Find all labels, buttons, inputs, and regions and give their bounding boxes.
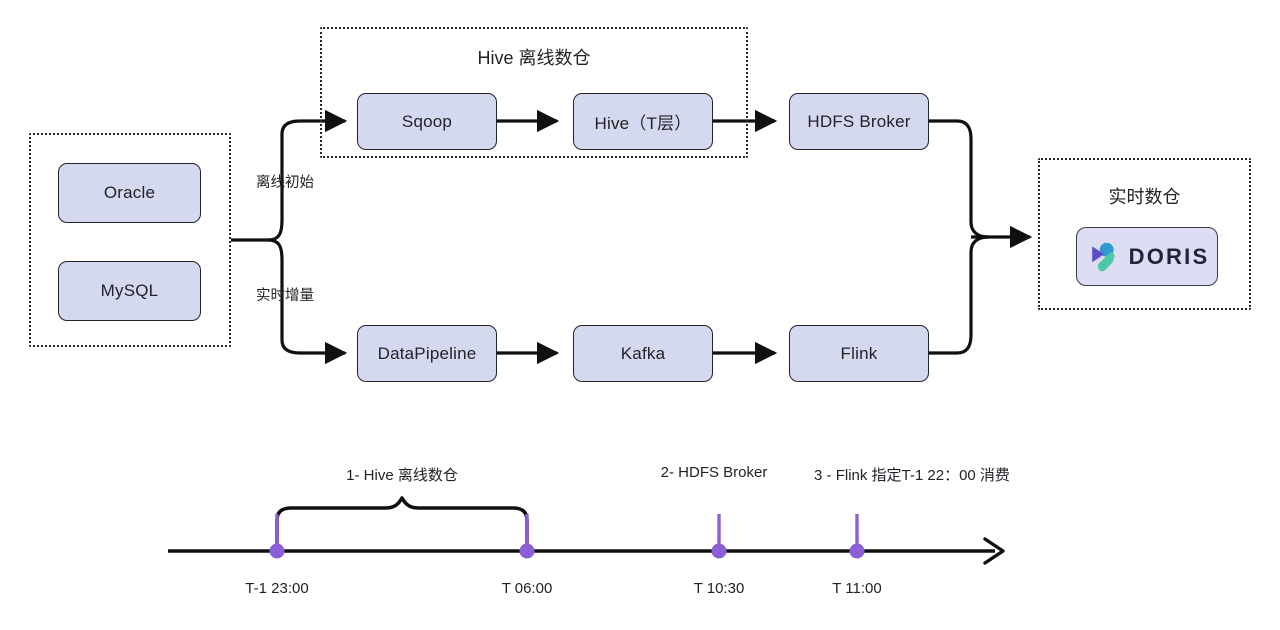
timeline-tick-label-4: T 11:00 [832,580,882,597]
node-flink-label: Flink [840,343,878,363]
edge-label-offline-init: 离线初始 [256,175,314,191]
timeline-brace [275,496,529,547]
node-kafka[interactable]: Kafka [573,325,713,382]
hive-offline-group-title: Hive 离线数仓 [477,48,591,68]
timeline-annotation-1: 1- Hive 离线数仓 [346,467,458,484]
realtime-warehouse-group-title: 实时数仓 [1108,187,1181,207]
doris-logo-text: DORIS [1128,243,1210,269]
timeline-markers [269,514,865,559]
timeline-tick-label-3: T 10:30 [693,580,745,597]
node-hdfs-broker[interactable]: HDFS Broker [789,93,929,150]
timeline-tick-label-1: T-1 23:00 [245,580,309,597]
hive-offline-group [320,27,748,158]
source-group [29,133,231,347]
node-sqoop[interactable]: Sqoop [357,93,497,150]
node-hive-label: Hive（T层） [594,114,692,133]
node-datapipeline[interactable]: DataPipeline [357,325,497,382]
timeline-annotation-3: 3 - Flink 指定T-1 22：00 消费 [814,467,1010,484]
node-kafka-label: Kafka [620,343,666,363]
node-oracle-label: Oracle [103,183,156,202]
realtime-warehouse-group [1038,158,1251,310]
node-datapipeline-label: DataPipeline [377,343,477,363]
merge-to-doris-connector [929,119,1033,355]
timeline-axis [168,537,1005,565]
edge-label-realtime-incremental: 实时增量 [256,288,314,304]
node-flink[interactable]: Flink [789,325,929,382]
node-sqoop-label: Sqoop [401,111,453,131]
node-mysql-label: MySQL [100,281,159,300]
timeline-tick-label-2: T 06:00 [501,580,553,597]
node-mysql[interactable]: MySQL [58,261,201,321]
node-hive[interactable]: Hive（T层） [573,93,713,150]
node-hdfs-broker-label: HDFS Broker [807,111,911,131]
node-doris[interactable]: DORIS [1076,227,1218,286]
doris-logo-icon [1085,240,1119,274]
node-oracle[interactable]: Oracle [58,163,201,223]
source-split-connector [231,109,348,365]
timeline-annotation-2: 2- HDFS Broker [660,464,768,481]
